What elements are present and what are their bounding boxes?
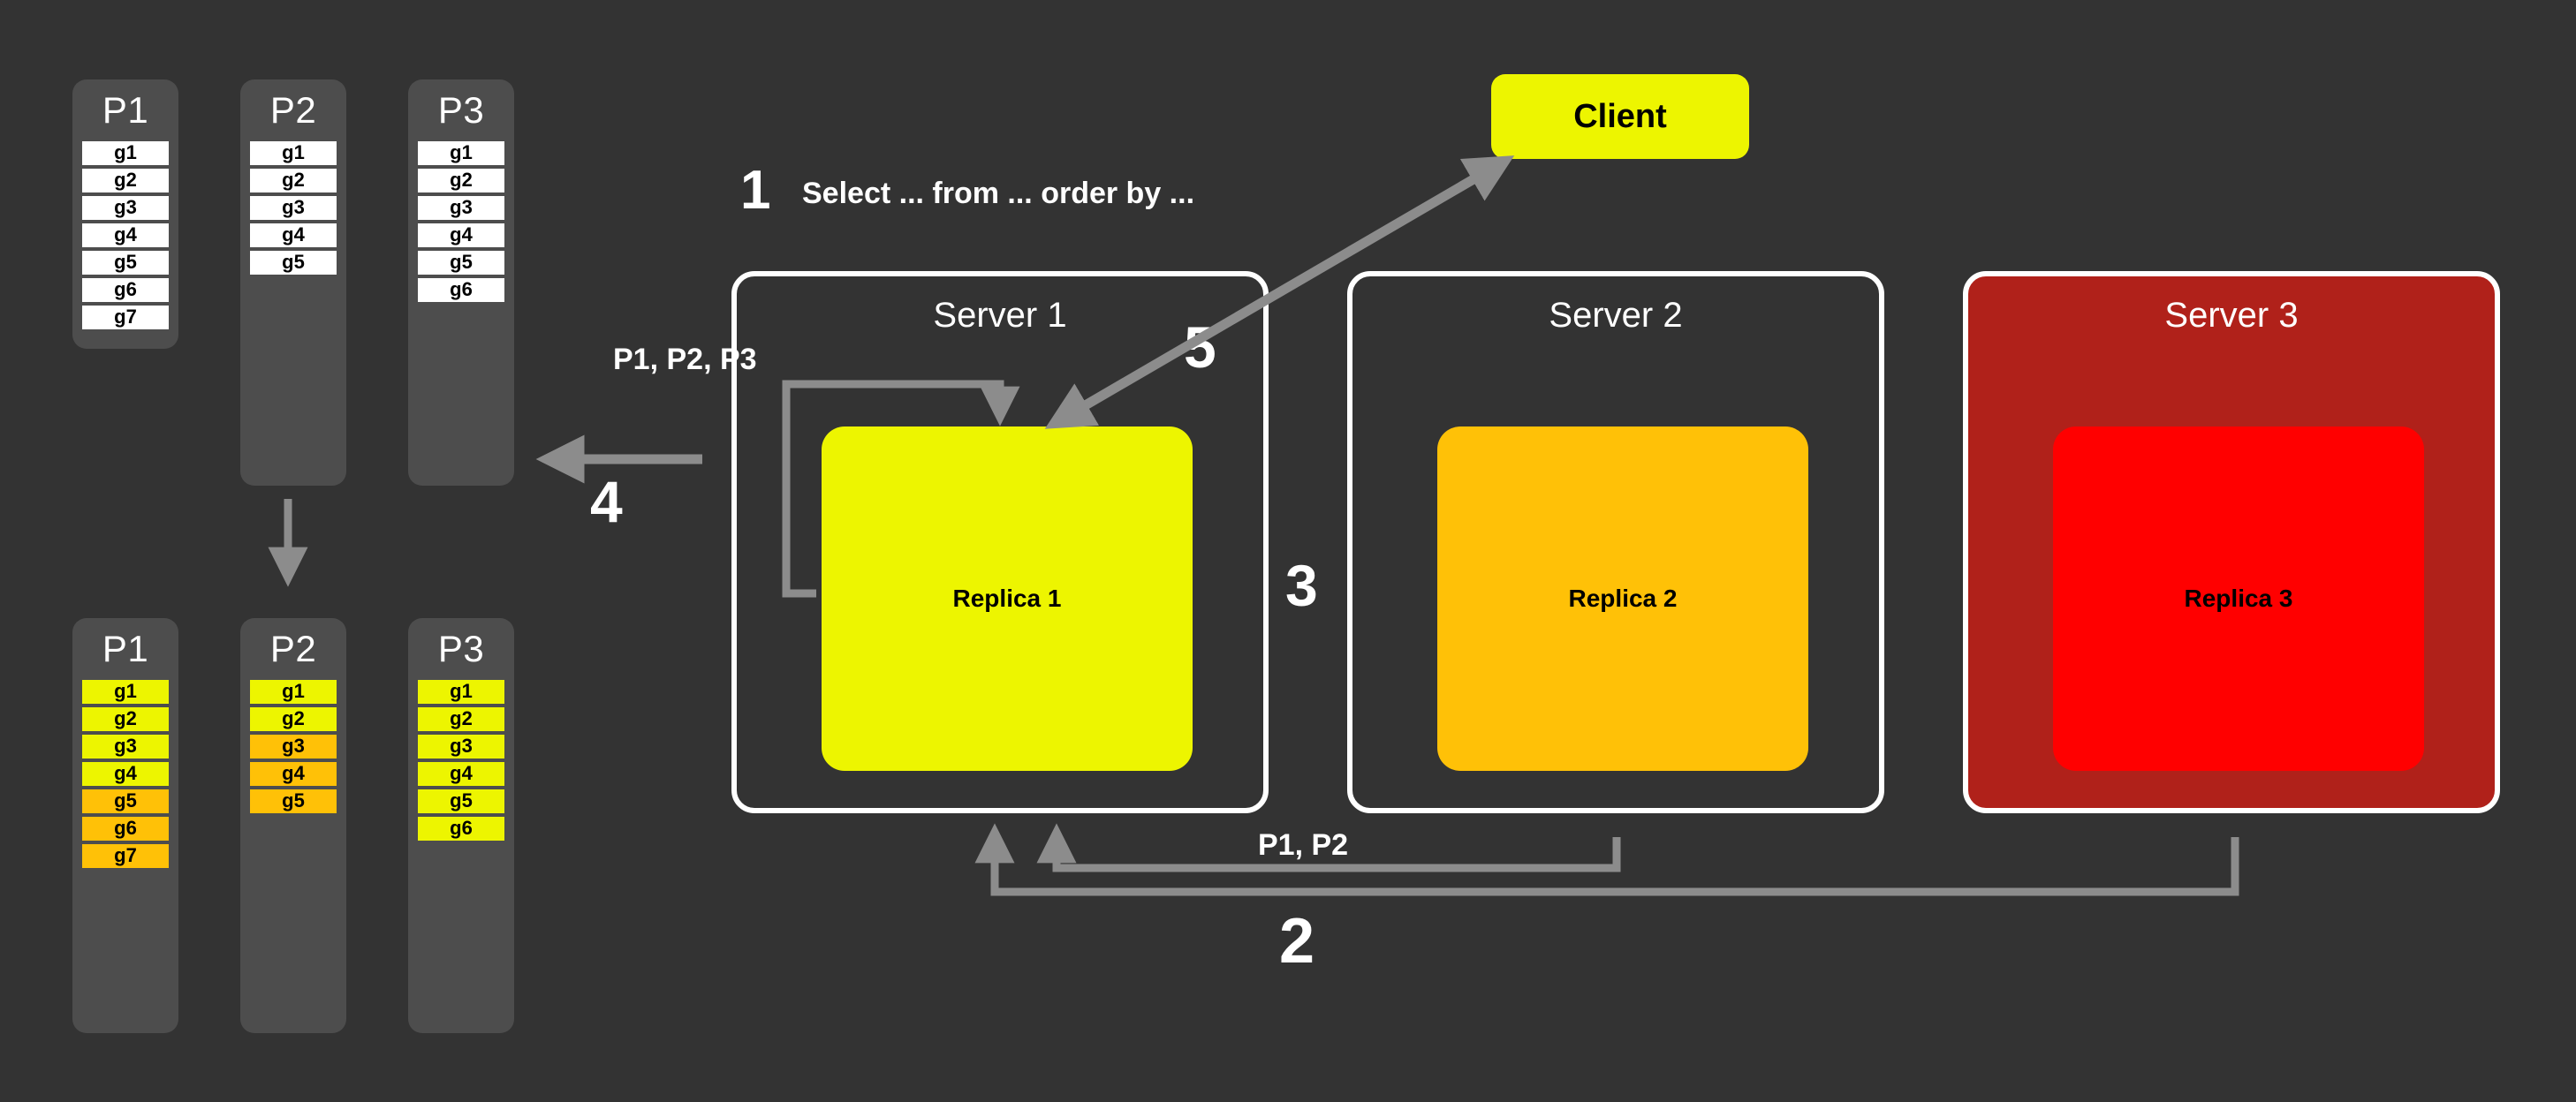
partition-cell: g6	[418, 277, 504, 302]
partition-cell: g4	[250, 223, 337, 247]
partition-cells: g1 g2 g3 g4 g5 g6	[408, 140, 514, 306]
partition-cell: g7	[82, 843, 169, 868]
partition-cell: g7	[82, 305, 169, 329]
partition-column-p3-bottom: P3 g1 g2 g3 g4 g5 g6	[408, 618, 514, 1033]
partition-title: P3	[437, 628, 485, 669]
server-2-box[interactable]: Server 2 Replica 2	[1347, 271, 1884, 813]
query-text: Select ... from ... order by ...	[802, 177, 1195, 210]
partition-cell: g2	[418, 168, 504, 192]
step-number-1: 1	[740, 160, 771, 221]
server-3-title: Server 3	[2164, 296, 2299, 335]
partition-cell: g1	[418, 679, 504, 704]
partition-cell: g5	[82, 250, 169, 275]
replica-3-box[interactable]: Replica 3	[2053, 426, 2424, 771]
partition-cells: g1 g2 g3 g4 g5	[240, 140, 346, 278]
partition-cell: g1	[418, 140, 504, 165]
partition-list-label-p1p2: P1, P2	[1258, 828, 1349, 862]
partition-cell: g2	[82, 706, 169, 731]
partition-cell: g3	[82, 195, 169, 220]
replica-3-label: Replica 3	[2184, 585, 2293, 612]
partition-cells: g1 g2 g3 g4 g5	[240, 679, 346, 817]
partition-cell: g3	[418, 734, 504, 759]
server-2-title: Server 2	[1549, 296, 1683, 335]
partition-cell: g5	[250, 789, 337, 813]
partition-cell: g3	[418, 195, 504, 220]
partition-column-p2-top: P2 g1 g2 g3 g4 g5	[240, 79, 346, 486]
partition-cell: g4	[82, 761, 169, 786]
partition-cell: g5	[82, 789, 169, 813]
replica-1-box[interactable]: Replica 1	[822, 426, 1193, 771]
partition-cell: g2	[250, 706, 337, 731]
partition-cell: g5	[250, 250, 337, 275]
step-number-4: 4	[590, 469, 623, 534]
partition-cell: g2	[418, 706, 504, 731]
server-3-box[interactable]: Server 3 Replica 3	[1963, 271, 2500, 813]
partition-title: P2	[269, 628, 317, 669]
partition-cell: g3	[82, 734, 169, 759]
client-label: Client	[1573, 97, 1667, 135]
partition-cell: g6	[82, 277, 169, 302]
step-number-2: 2	[1279, 906, 1315, 977]
partition-cell: g4	[250, 761, 337, 786]
replica-2-box[interactable]: Replica 2	[1437, 426, 1808, 771]
partition-cell: g2	[82, 168, 169, 192]
partition-cell: g6	[82, 816, 169, 841]
partition-cells: g1 g2 g3 g4 g5 g6 g7	[72, 679, 178, 872]
partition-cell: g4	[418, 761, 504, 786]
step-number-5: 5	[1184, 314, 1216, 380]
partition-cell: g1	[82, 679, 169, 704]
partition-column-p1-bottom: P1 g1 g2 g3 g4 g5 g6 g7	[72, 618, 178, 1033]
replica-2-label: Replica 2	[1568, 585, 1678, 612]
partition-column-p2-bottom: P2 g1 g2 g3 g4 g5	[240, 618, 346, 1033]
partition-cell: g5	[418, 250, 504, 275]
partition-cell: g6	[418, 816, 504, 841]
partition-list-label-p1p2p3: P1, P2, P3	[613, 343, 757, 376]
partition-cell: g5	[418, 789, 504, 813]
partition-cells: g1 g2 g3 g4 g5 g6 g7	[72, 140, 178, 333]
partition-title: P3	[437, 89, 485, 131]
partition-column-p1-top: P1 g1 g2 g3 g4 g5 g6 g7	[72, 79, 178, 349]
partition-cell: g3	[250, 734, 337, 759]
step-number-3: 3	[1285, 553, 1318, 618]
partition-cell: g1	[250, 140, 337, 165]
partition-title: P2	[269, 89, 317, 131]
partition-cell: g3	[250, 195, 337, 220]
replica-1-label: Replica 1	[952, 585, 1062, 612]
partition-cell: g2	[250, 168, 337, 192]
partition-title: P1	[102, 628, 149, 669]
partition-cell: g1	[250, 679, 337, 704]
arrow-step2-server3-to-server1	[974, 823, 2239, 896]
partition-cell: g1	[82, 140, 169, 165]
partition-column-p3-top: P3 g1 g2 g3 g4 g5 g6	[408, 79, 514, 486]
partition-cell: g4	[418, 223, 504, 247]
client-node[interactable]: Client	[1491, 74, 1749, 159]
server-1-title: Server 1	[933, 296, 1067, 335]
partition-cells: g1 g2 g3 g4 g5 g6	[408, 679, 514, 844]
partition-cell: g4	[82, 223, 169, 247]
partition-title: P1	[102, 89, 149, 131]
